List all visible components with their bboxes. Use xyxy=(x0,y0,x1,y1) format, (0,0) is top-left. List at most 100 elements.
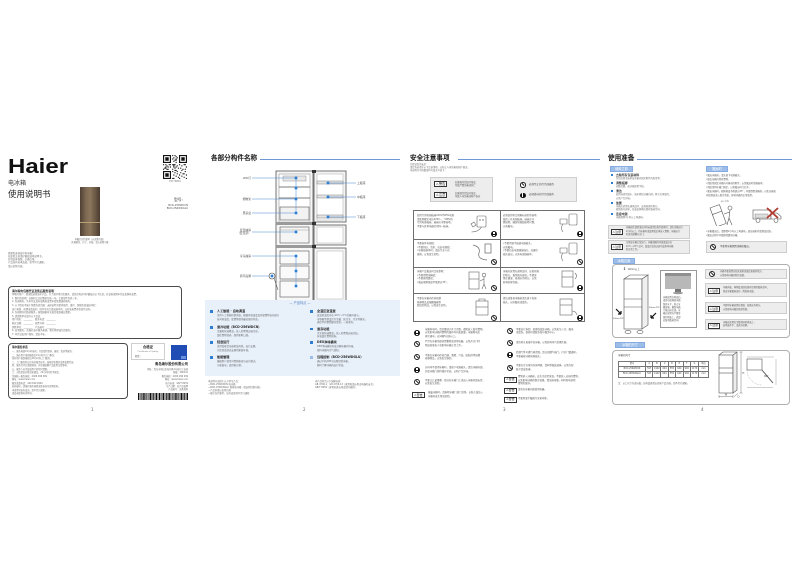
prohibit-icon xyxy=(507,339,513,346)
safety-cell: 清洁或维修冰箱前请先拔下电源插头，以防触电或受伤。 xyxy=(500,293,586,323)
safety-item-text: 不要在冰箱内存放乙醚、酒精、汽油、胶粘剂等易燃易爆物品，以免发生爆炸。 xyxy=(425,354,480,361)
safety-cell: 必须使用符合国家标准的带接地线的三孔电源插座，插座应可靠接地，确保电源线接地可靠… xyxy=(500,211,586,239)
tag-moving: 搬运时 xyxy=(706,165,728,172)
safety-item-text: 严禁在冰箱顶部放置重物或其他电器，以免开关门时物品掉落伤人或影响冰箱正常工作。 xyxy=(425,340,480,347)
safety-item-text: 不要自行拆卸、修理或改装冰箱，以免发生火灾、触电或受伤，维修时请联系海尔服务中心… xyxy=(516,328,573,335)
prohibit-icon xyxy=(491,284,497,291)
text-line: 以免影响冰箱的绝缘性能。 xyxy=(723,307,750,311)
badge-label: 注意 xyxy=(615,229,622,234)
text-line: 置在潮湿、易溅水的地方，以免 xyxy=(503,277,537,280)
feature-title: 人工智能 · 自动调温 xyxy=(217,309,246,313)
prep-item-title: 放置 xyxy=(616,200,622,205)
text-line: 1. 整机包修期：自购机之日起整机包修一年，主要部件包修三年。 xyxy=(12,296,80,300)
text-line: 2. 包修期内，凭本凭证及有效购机发票享受免费维修服务。 xyxy=(12,300,73,304)
text-line: 3. 以下情况不属于免费包修范围：未按说明书要求使用、维护、保管而造成损坏的； xyxy=(12,304,98,308)
legend-symbol-box xyxy=(515,177,577,202)
text-line: 本产品符合以下国家标准： xyxy=(315,380,343,383)
cell-text: 使用专用电源插座220V/50Hz电源请使用额定电压220V~、50Hz的专用电… xyxy=(417,214,454,228)
warning-meaning: 如果操作错误可能会导致严重伤害或死亡 xyxy=(455,181,476,187)
leveling-detail-text: 冰箱放置在地面后，请调节底脚使冰箱保持水平，防止冰箱前倾，确保冰箱门能自动关闭。… xyxy=(663,296,683,322)
text-line: 靠接地，确保电源线接地可靠， xyxy=(503,221,537,224)
text-line: 以防触电。 xyxy=(503,245,515,249)
text-line: 导致人身伤害或财产损失 xyxy=(455,194,481,198)
certificate-subtitle: Certificate of Quality xyxy=(137,351,159,354)
text-line: •不要挤压、弯折、拉扯电源线； xyxy=(417,245,452,249)
warning-triangle-icon xyxy=(414,393,417,397)
label-freezer-drawer: 冷冻抽屉 xyxy=(239,253,251,258)
warning-triangle-icon xyxy=(612,230,615,234)
feature-title: 全温区变温室 xyxy=(317,309,336,313)
text-line: 冰箱应放置在通风良好、远离热源 xyxy=(503,270,539,273)
text-line: 应留有散热空间。 xyxy=(663,319,681,323)
text-line: 10℃~43℃之间，温度过低或过高均会影响冰箱 xyxy=(626,244,674,248)
moving-prohibit-box xyxy=(706,241,787,253)
brand-blue-logo xyxy=(171,345,187,360)
text-line: 冰箱停电时，请尽量减少开门次数，避免放入新的食物， xyxy=(425,327,485,331)
safety-item-text: 长时间不使用冰箱时，请拔下电源插头，清洁冰箱内部，并使冰箱门保持微开状态，以防产… xyxy=(425,366,485,373)
caution-badge: 注意 xyxy=(707,306,720,313)
fridge-middle-drawer xyxy=(80,213,100,223)
table-cell: BCD-256WDGLU xyxy=(618,371,646,378)
safety-cell: 冰箱应放置在通风良好、远离热源的地方，避免阳光直射，不要放置在潮湿、易溅水的地方… xyxy=(500,267,586,293)
text-line: 易爆物品及强酸强碱等 xyxy=(417,300,441,304)
text-line: 生产日期：见产品铭牌 xyxy=(166,385,188,389)
caution-badge: 注意 xyxy=(707,288,720,295)
text-line: 本说明书如有变动，恕不另行通知。 xyxy=(12,388,47,392)
placement-note-box xyxy=(705,319,787,330)
bullet-icon xyxy=(210,341,213,344)
service-title: 海尔服务承诺 xyxy=(12,345,28,349)
mandatory-meaning: 必须遵守的行为或操作 xyxy=(529,193,555,197)
text-line: 严禁在冰箱顶部放置重物或其他电器，以免开关门时 xyxy=(425,340,480,343)
text-line: 2小时以上，待冰箱内温度降低后再放入食物，冰箱运行 xyxy=(626,229,680,233)
safety-intro: 为保证您的安全：请您务必遵守以下注意事项，以防止人身伤害和财产损失。本说明书中的… xyxy=(410,163,470,172)
warning-triangle-icon xyxy=(612,245,615,249)
text-line: 用户姓名：________ 联系电话：________ xyxy=(12,318,56,322)
dimensions-box xyxy=(612,350,790,405)
features-heading: — 产品特点 — xyxy=(289,301,311,306)
fridge-doors-open xyxy=(312,170,347,302)
text-line: 在使用之前请仔细阅读本说明书， xyxy=(8,254,44,258)
text-line: 本说明书中的图形符号及含义如下： xyxy=(410,169,447,172)
table-cell: mm xyxy=(697,371,709,378)
text-line: •不要拉扯电源线拔插头，应握住 xyxy=(503,249,538,252)
prep-item-title: 清洁 xyxy=(616,189,622,193)
wet-hand-plug-illustration xyxy=(559,242,578,262)
section-title-preparation: 使用准备 xyxy=(608,154,635,162)
section-title-parts: 各部分构件名称 xyxy=(211,154,258,162)
prohibit-icon xyxy=(414,379,420,385)
text-line: 通过手机APP可远程控制冰箱， xyxy=(317,360,351,364)
text-line: 冷藏室快速降温，放入的食物迅速冷却， xyxy=(217,330,261,334)
cell-text: 不要在冰箱内存放易燃易爆物品及强酸强碱等腐蚀性物品，以免发生危险。 xyxy=(417,297,448,308)
qr-modules xyxy=(163,155,187,179)
mandatory-icon xyxy=(491,230,497,237)
text-line: 请您务必遵守以下注意事项，以防止人身伤害和财产损失。 xyxy=(410,166,470,169)
safety-item-text: 冰箱停电时，请尽量减少开门次数，避免放入新的食物，以免影响冰箱内食物的储存时间及… xyxy=(425,328,485,339)
feature-title: 远程控制（BCD-256WDGLU） xyxy=(317,355,364,359)
feature-title: 智能管理 xyxy=(217,355,230,359)
feature-desc: 采用人工智能控制系统，根据环境温度及存储食物自动调节各间室温度，使食物保持最佳储… xyxy=(217,314,279,321)
text-line: 时请勿频繁开关门。 xyxy=(626,233,646,237)
text-line: •取出冰箱内所有食物。 xyxy=(706,178,731,182)
fridge-upper-door xyxy=(80,187,100,213)
safety-item-text: 不要在冷冻室内存放啤酒、饮料等瓶装液体，以免冻裂瓶子造成伤害。 xyxy=(516,364,573,371)
label-lower-bottle-rack: 下瓶座 xyxy=(357,214,366,219)
mandatory-icon xyxy=(520,192,526,198)
text-line: 冰箱不要放置在阳光直射或靠近热源的地方， xyxy=(720,270,764,273)
prep-item-desc: 冰箱静置2小时以上再通电。 xyxy=(616,216,645,219)
text-line: 不要在冷冻室内存放啤酒、饮料等瓶装液体，以免冻裂 xyxy=(516,364,574,367)
text-line: 箱应放置在平整坚 xyxy=(663,312,681,316)
table-cell: 1902 xyxy=(652,371,662,378)
text-line: 不要自行拆卸、修理或改装冰箱，以免发生火灾、触电 xyxy=(516,327,574,331)
text-line: 的地方，避免阳光直射，不要放 xyxy=(503,273,537,277)
text-line: 5. 请销售单位填写以下信息： xyxy=(12,314,43,318)
warning-triangle-icon xyxy=(709,323,712,327)
caution-badge: 注意 xyxy=(610,244,623,251)
title-rule xyxy=(637,159,792,161)
caution-badge: 注意 xyxy=(610,229,623,236)
title-rule xyxy=(260,159,400,161)
text-line: 以免产生异味。 xyxy=(616,196,633,200)
text-line: 全国统一服务热线：4006 999 999 xyxy=(12,374,47,378)
bullet-icon xyxy=(611,190,614,193)
feature-title: 速冷功能（BCD-256WDCN） xyxy=(217,325,262,329)
